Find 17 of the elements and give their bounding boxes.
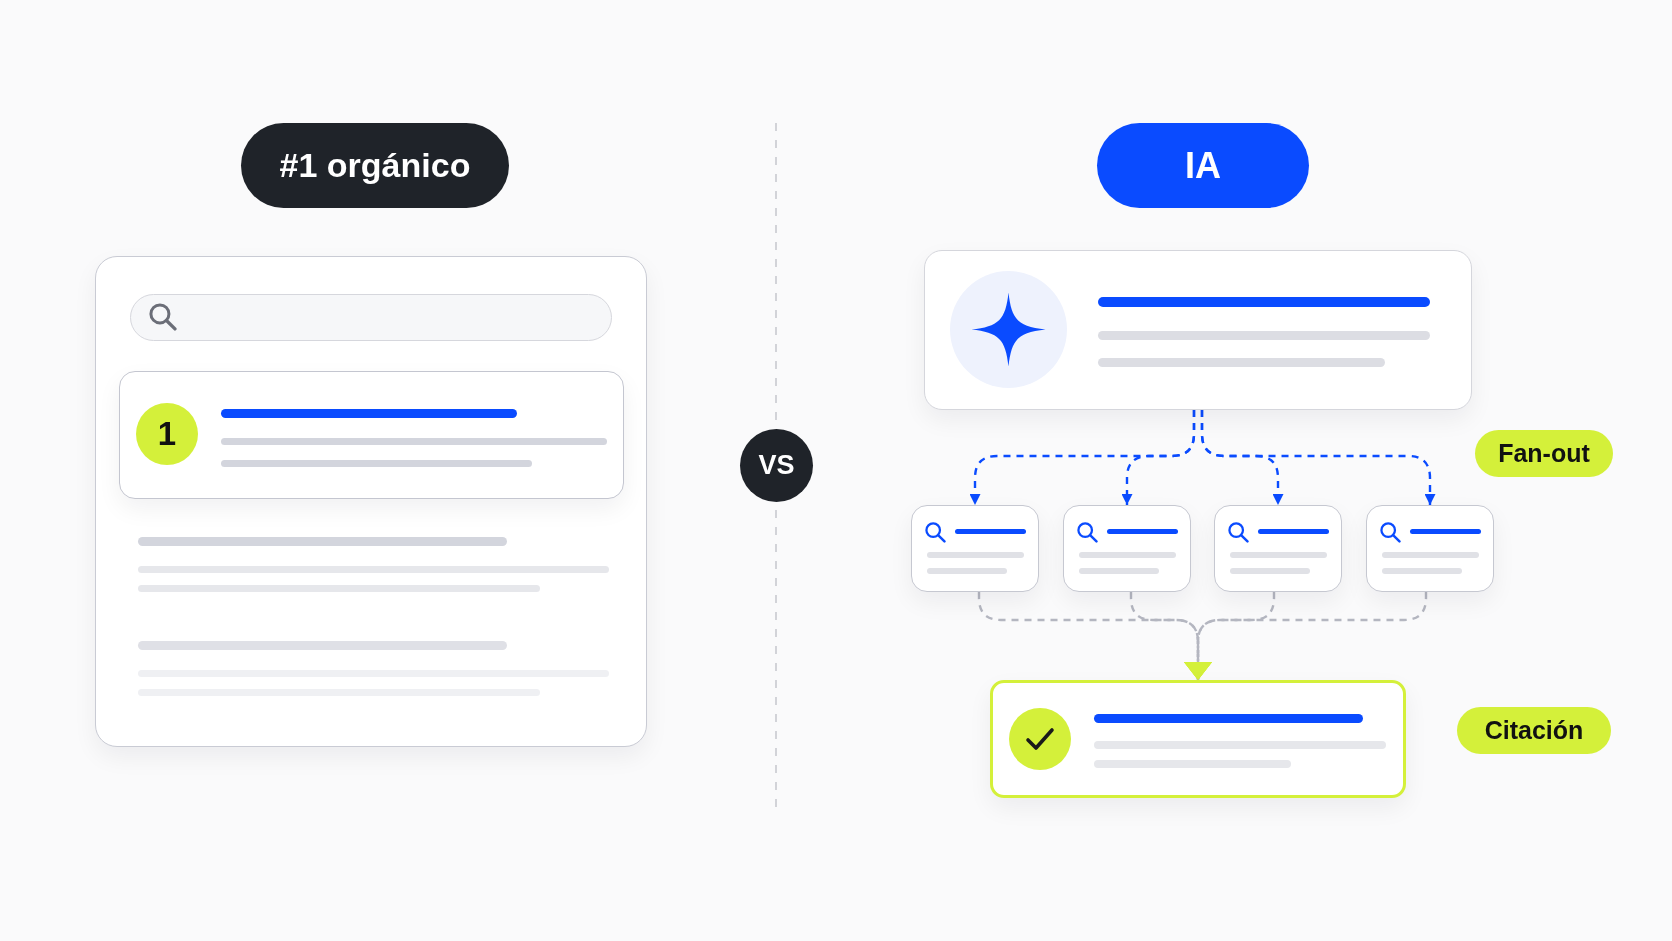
heading-label: IA bbox=[1097, 123, 1309, 208]
search-result-card bbox=[1366, 505, 1494, 592]
heading-label: #1 orgánico bbox=[241, 123, 509, 208]
search-result-card bbox=[1063, 505, 1191, 592]
ai-answer-card bbox=[924, 250, 1472, 410]
search-result-card bbox=[1214, 505, 1342, 592]
step-label: Citación bbox=[1457, 707, 1611, 754]
rank-badge: 1 bbox=[136, 403, 198, 465]
search-result-card bbox=[911, 505, 1039, 592]
dashed-arrow bbox=[1121, 410, 1196, 505]
dashed-arrow bbox=[1200, 410, 1436, 505]
vs-badge: VS bbox=[740, 429, 813, 502]
result-card bbox=[118, 370, 624, 499]
step-label: Fan-out bbox=[1475, 430, 1613, 477]
dashed-arrow bbox=[1184, 592, 1428, 680]
results-page-card bbox=[95, 256, 647, 747]
citation-card bbox=[990, 680, 1406, 798]
